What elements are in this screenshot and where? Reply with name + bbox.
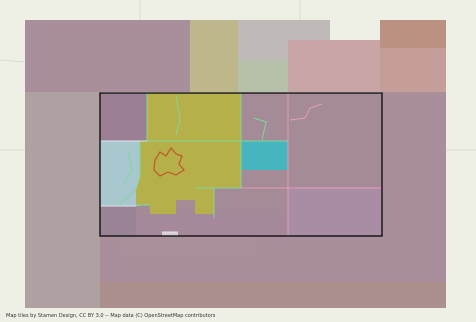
region-northwest-block <box>100 93 147 141</box>
region-southwest-block <box>100 206 136 236</box>
region-central-yellow <box>136 93 241 218</box>
boundary-lines <box>100 93 382 236</box>
region-teal <box>241 141 288 170</box>
region-light-blue <box>100 141 140 206</box>
outer-regions <box>25 20 446 308</box>
region-southeast <box>288 188 382 236</box>
region-north-yellow <box>190 20 238 92</box>
map-attribution: Map tiles by Stamen Design, CC BY 3.0 --… <box>6 313 216 319</box>
basemap-road <box>0 0 476 151</box>
region-south-central <box>136 214 286 236</box>
region-outer-north-left <box>25 20 190 92</box>
region-northeast-pink <box>380 48 446 92</box>
region-northeast-tan <box>380 20 446 48</box>
region-east <box>382 92 446 282</box>
boundary-pink <box>241 93 382 236</box>
region-small-white <box>162 232 178 236</box>
region-north-green <box>238 60 288 92</box>
boundary-green <box>117 93 288 218</box>
region-south-band <box>100 282 446 308</box>
region-west <box>25 92 100 308</box>
boundary-light <box>100 140 178 233</box>
city-outline <box>153 146 185 177</box>
region-south <box>100 236 382 282</box>
region-north-pink <box>288 40 380 92</box>
county-outline <box>99 92 383 237</box>
